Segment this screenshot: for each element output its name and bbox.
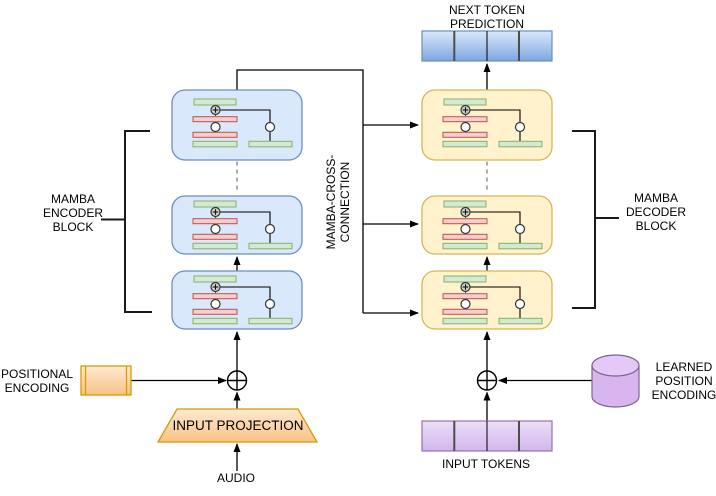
next-token-prediction-rect — [421, 30, 553, 62]
positional-encoding-box — [80, 365, 132, 396]
gate-node-icon — [514, 121, 526, 133]
encoder-block-1 — [171, 89, 303, 161]
decoder-block-3 — [421, 270, 553, 330]
decoder-add-icon — [476, 370, 498, 391]
red-bar — [192, 116, 238, 123]
mamba-decoder-block-label: MAMBA DECODER BLOCK — [625, 191, 687, 233]
gate-node-icon — [514, 298, 526, 310]
encoder-block-3 — [171, 270, 303, 330]
green-bar — [248, 317, 293, 325]
red-bar — [192, 233, 238, 240]
decoder-block-1 — [421, 89, 553, 161]
encoder-block-1-body — [171, 89, 303, 161]
next-token-prediction-label: NEXT TOKEN PREDICTION — [448, 3, 526, 31]
green-bar — [192, 317, 238, 325]
red-bar — [442, 308, 488, 315]
encoder-block-2 — [171, 195, 303, 255]
green-bar — [442, 242, 488, 250]
mamba-encoder-block-label: MAMBA ENCODER BLOCK — [42, 192, 104, 234]
gate-node-icon — [210, 223, 221, 235]
green-bar — [443, 98, 487, 106]
red-bar — [442, 233, 488, 240]
gate-node-icon — [460, 223, 471, 235]
decoder-block-2 — [421, 195, 553, 255]
positional-encoding-label: POSITIONAL ENCODING — [0, 367, 74, 395]
cross-connection-trunk-line — [236, 69, 364, 313]
red-bar — [442, 218, 488, 225]
gate-node-icon — [210, 121, 221, 133]
encoder-add-icon — [226, 370, 248, 391]
gate-node-icon — [264, 121, 276, 133]
red-bar — [192, 308, 238, 315]
red-bar — [442, 131, 488, 138]
red-bar — [192, 131, 238, 138]
encoder-bracket — [124, 130, 152, 313]
gate-node-icon — [460, 121, 471, 133]
green-bar — [248, 140, 293, 148]
red-bar — [442, 116, 488, 123]
green-bar — [498, 317, 543, 325]
green-bar — [192, 140, 238, 148]
gate-node-icon — [264, 298, 276, 310]
gate-node-icon — [210, 298, 221, 310]
green-bar — [442, 317, 488, 325]
green-bar — [193, 98, 237, 106]
red-bar — [192, 293, 238, 300]
green-bar — [498, 242, 543, 250]
green-bar — [193, 200, 237, 208]
red-bar — [192, 218, 238, 225]
learned-position-cylinder — [591, 354, 640, 408]
mamba-cross-connection-label: MAMBA-CROSS- CONNECTION — [324, 154, 352, 250]
green-bar — [443, 200, 487, 208]
green-bar — [192, 242, 238, 250]
green-bar — [248, 242, 293, 250]
input-tokens-label: INPUT TOKENS — [441, 457, 531, 471]
input-tokens-rect — [421, 420, 553, 452]
input-projection-label: INPUT PROJECTION — [172, 418, 304, 433]
audio-label: AUDIO — [216, 471, 256, 485]
green-bar — [443, 275, 487, 283]
green-bar — [498, 140, 543, 148]
learned-position-encoding-label: LEARNED POSITION ENCODING — [651, 360, 716, 402]
decoder-bracket — [572, 130, 596, 309]
gate-node-icon — [514, 223, 526, 235]
green-bar — [193, 275, 237, 283]
gate-node-icon — [264, 223, 276, 235]
input-projection-trapezoid — [156, 408, 319, 443]
gate-node-icon — [460, 298, 471, 310]
red-bar — [442, 293, 488, 300]
green-bar — [442, 140, 488, 148]
decoder-block-1-body — [421, 89, 553, 161]
